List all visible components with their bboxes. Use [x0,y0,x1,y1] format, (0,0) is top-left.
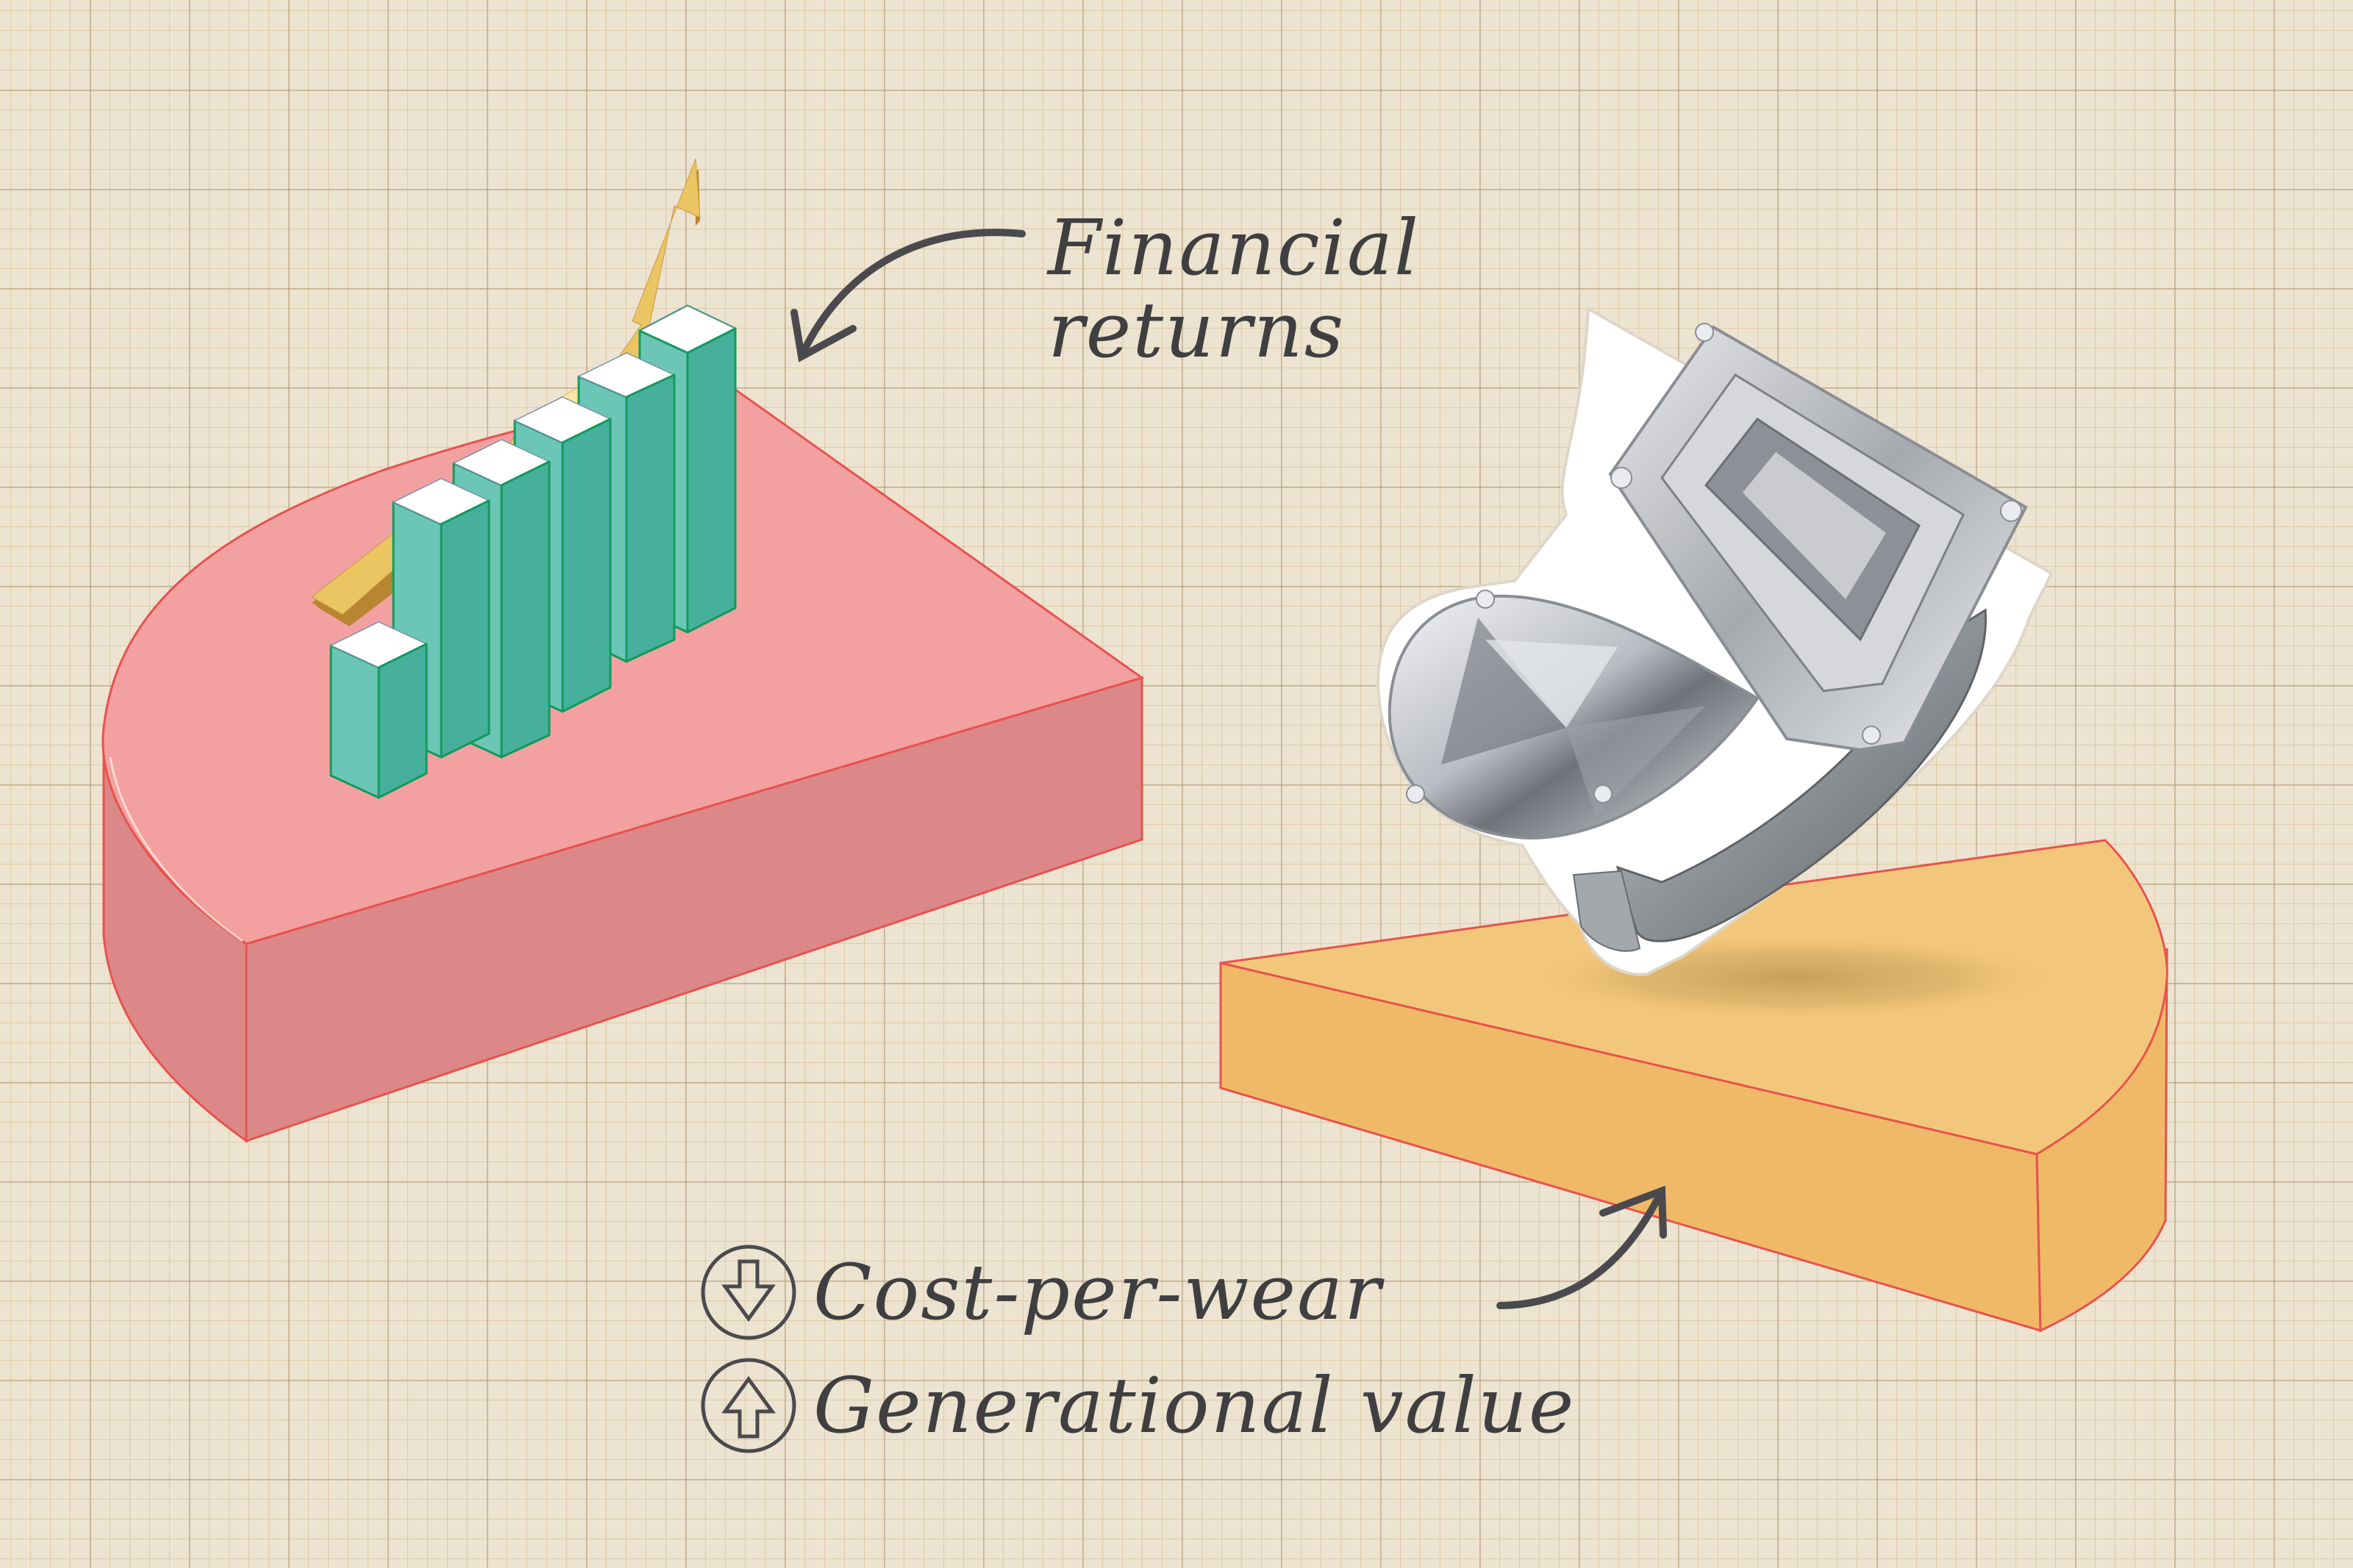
arrow-up-circle-icon [701,1358,796,1453]
financial-returns-line1: Financial [1048,203,1421,293]
legend-item-cost-per-wear: Cost-per-wear [697,1241,1382,1344]
arrow-down-circle-icon [701,1245,796,1340]
legend-text-cost-per-wear: Cost-per-wear [813,1247,1382,1337]
pointer-arrow-financial-icon [790,229,1026,362]
pointer-arrow-orange-icon [1496,1185,1667,1309]
bar-1 [329,621,428,799]
legend-text-generational-value: Generational value [813,1361,1576,1450]
emerald-cut-diamond [1608,323,2028,752]
financial-returns-label: Financial returns [1048,210,1420,368]
bar-chart-3d-icon [329,304,737,799]
diamond-ring-image [1377,306,2054,976]
pear-cut-diamond [1388,590,1760,840]
legend-item-generational-value: Generational value [697,1354,1575,1457]
pink-pie-slice [101,388,1145,1143]
financial-returns-line2: returns [1048,285,1346,375]
